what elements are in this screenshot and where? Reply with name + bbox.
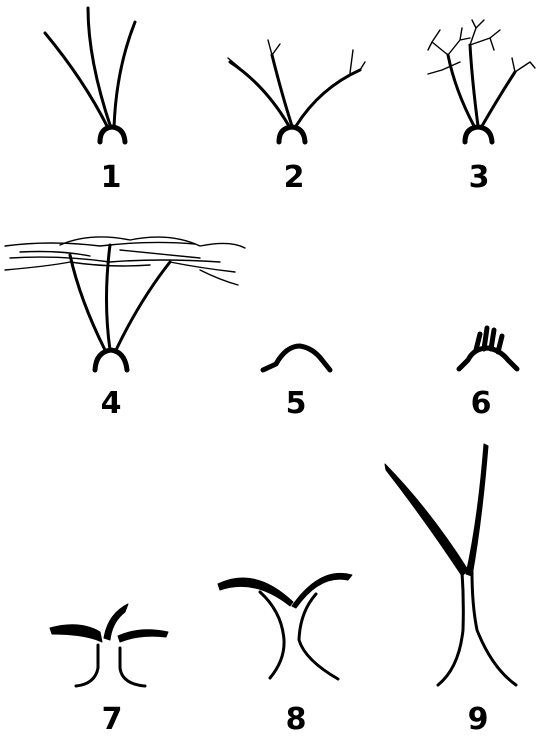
drawing-9 — [385, 444, 516, 685]
drawing-5 — [263, 346, 330, 370]
figure-label-5: 5 — [286, 386, 307, 421]
drawing-8 — [218, 573, 352, 679]
drawing-4 — [5, 237, 245, 370]
figure-label-7: 7 — [102, 702, 123, 736]
figure-label-1: 1 — [101, 160, 122, 195]
drawing-3 — [428, 20, 535, 142]
drawing-6 — [459, 328, 517, 369]
figure-label-4: 4 — [101, 386, 122, 421]
figure-label-9: 9 — [468, 702, 489, 736]
figure-label-3: 3 — [469, 160, 490, 195]
drawing-7 — [50, 604, 168, 686]
drawing-2 — [228, 40, 365, 142]
drawing-1 — [45, 8, 135, 142]
figure-label-2: 2 — [284, 160, 305, 195]
figure-label-6: 6 — [471, 386, 492, 421]
figure-label-8: 8 — [286, 702, 307, 736]
